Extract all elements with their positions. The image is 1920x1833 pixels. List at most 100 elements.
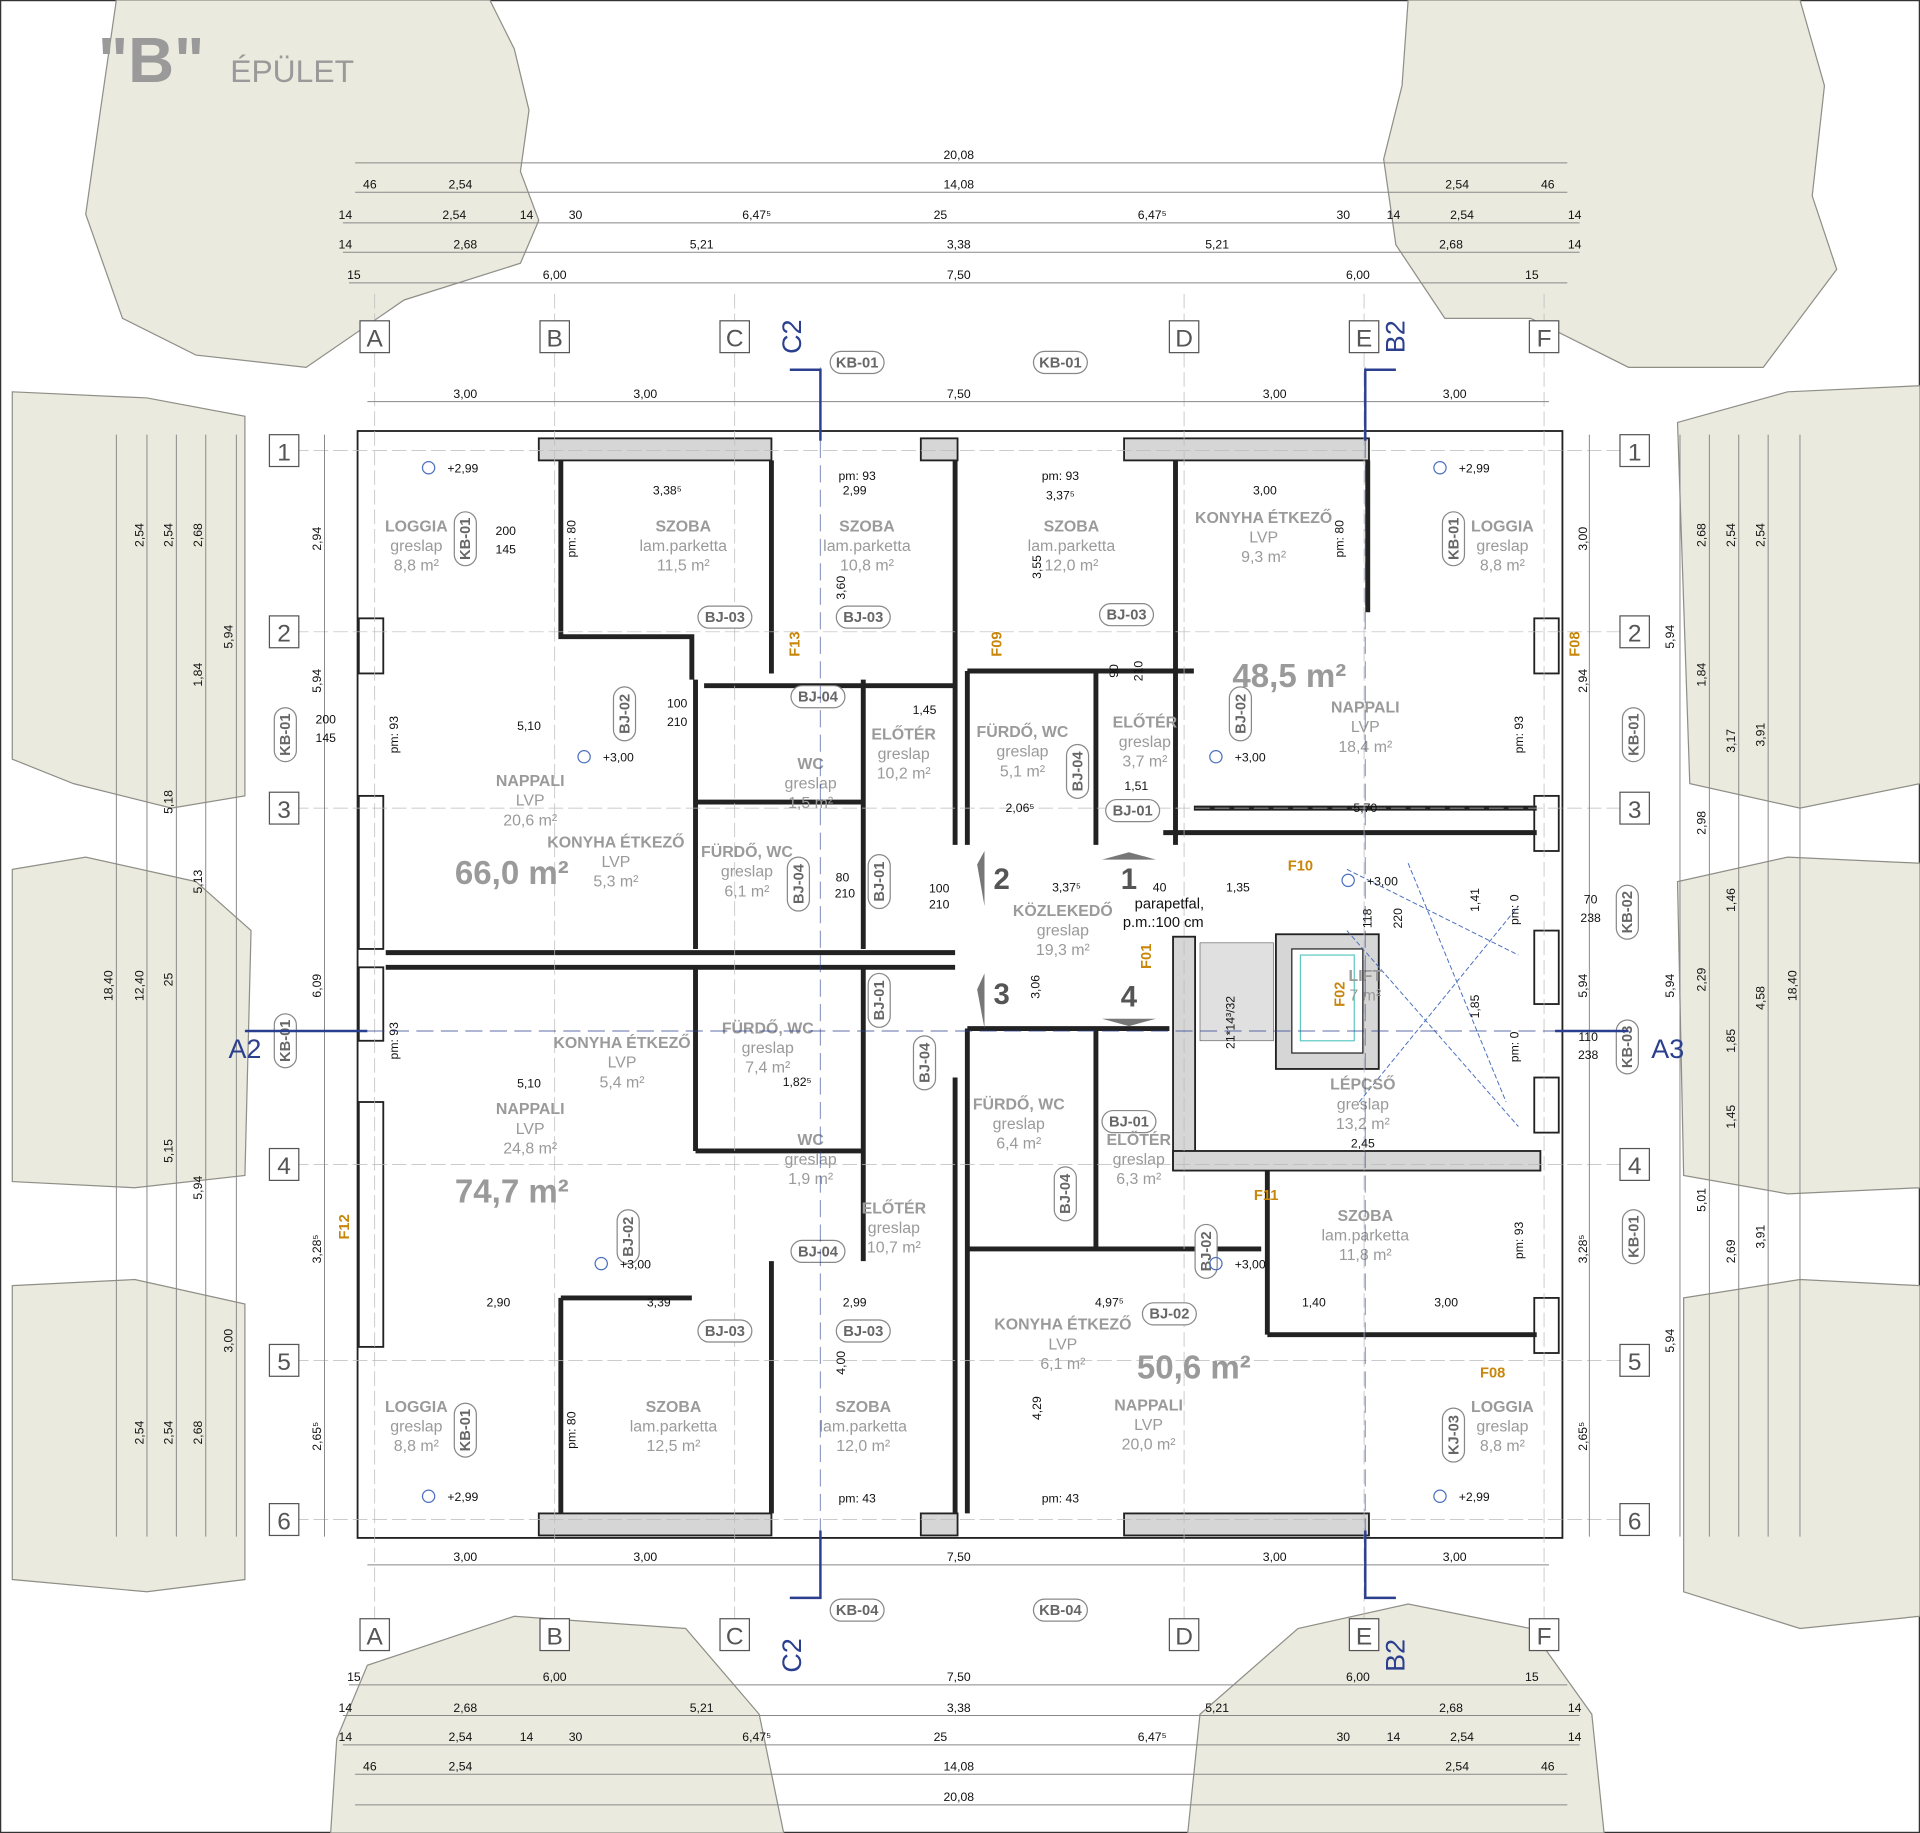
room-name: ELŐTÉR xyxy=(871,725,936,744)
dimension-label: 46 xyxy=(363,1760,377,1774)
tag-outline xyxy=(1065,743,1090,799)
tag-outline xyxy=(790,685,846,709)
room-floor: LVP xyxy=(601,854,630,871)
dimension-label: 3,00 xyxy=(453,1550,477,1564)
tag: KB-01 xyxy=(1621,707,1646,763)
dimension-label: 3,28⁵ xyxy=(310,1234,324,1263)
room-floor: LVP xyxy=(1134,1417,1163,1434)
dimension-label: 200 xyxy=(316,713,337,727)
room-area: 12,5 m² xyxy=(647,1438,701,1455)
room-area: 20,0 m² xyxy=(1122,1437,1176,1454)
axis-label-box xyxy=(1168,1618,1200,1652)
level-marker-icon xyxy=(594,1256,608,1271)
axis-label-F: F xyxy=(1537,326,1552,353)
axis-label-4: 4 xyxy=(277,1153,291,1180)
parapet-note-1: parapetfal, xyxy=(1135,897,1204,913)
dimension-label: 3,00 xyxy=(453,387,477,401)
arrow-left-icon xyxy=(977,973,985,1029)
room-floor: greslap xyxy=(993,1116,1045,1133)
tree-left-1 xyxy=(11,391,246,809)
dimension-label: 2,29 xyxy=(1695,967,1709,991)
dimension-label: 2,54 xyxy=(162,1421,176,1445)
level-label: +2,99 xyxy=(1459,462,1490,476)
dimension-label: 30 xyxy=(1336,208,1350,222)
dimension-label: 220 xyxy=(1391,908,1405,929)
dimension-label: 1,40 xyxy=(1302,1295,1326,1309)
dimension-label: 2,68 xyxy=(453,1701,477,1715)
stair-marker: 3 xyxy=(993,978,1009,1011)
tag: KB-01 xyxy=(829,350,885,375)
tag-outline xyxy=(1053,1166,1077,1222)
axis-label-box xyxy=(268,434,300,468)
room-name: SZOBA xyxy=(646,1399,702,1416)
dimension-label: 30 xyxy=(1336,1730,1350,1744)
axis-label-D: D xyxy=(1175,326,1193,353)
dimension-label: 3,38 xyxy=(947,1701,971,1715)
tag: BJ-03 xyxy=(697,605,753,629)
room-floor: LVP xyxy=(608,1055,637,1072)
room-name: ELŐTÉR xyxy=(1113,712,1178,731)
facade-tag: F12 xyxy=(337,1214,353,1239)
tag: BJ-01 xyxy=(1105,798,1161,823)
axis-label-A: A xyxy=(367,1623,384,1650)
building-word: ÉPÜLET xyxy=(230,53,354,89)
dimension-label: 25 xyxy=(934,1730,948,1744)
arrow-up-icon xyxy=(1102,852,1156,860)
tag-label: KB-01 xyxy=(458,518,474,560)
tag: BJ-03 xyxy=(835,1319,891,1343)
room-name: SZOBA xyxy=(835,1399,891,1416)
axis-label-box xyxy=(1619,1147,1650,1181)
tag-label: BJ-04 xyxy=(1058,1173,1074,1214)
axis-label-1: 1 xyxy=(277,439,291,466)
tag-label: KB-01 xyxy=(278,713,294,755)
tree-bottom-right xyxy=(1187,1603,1605,1833)
room-name: LOGGIA xyxy=(1471,1399,1534,1416)
tree-top-right xyxy=(1383,0,1838,368)
tag: BJ-04 xyxy=(1065,743,1090,799)
dimension-label: 210 xyxy=(835,887,856,901)
dimension-label: 14 xyxy=(1568,1730,1582,1744)
dimension-label: 5,94 xyxy=(1576,974,1590,998)
axis-label-2: 2 xyxy=(277,621,291,648)
axis-label-A: A xyxy=(367,326,384,353)
room-floor: lam.parketta xyxy=(823,538,911,555)
room-area: 6,1 m² xyxy=(1040,1356,1085,1373)
dimension-label: 7,50 xyxy=(947,1670,971,1684)
axis-label-B: B xyxy=(547,1623,563,1650)
dimension-label: 2,68 xyxy=(1439,238,1463,252)
tag-outline xyxy=(1228,686,1253,742)
walls xyxy=(356,430,1564,1539)
tag-outline xyxy=(273,707,297,763)
facade-tag: F10 xyxy=(1288,859,1313,875)
dimension-label: 2,54 xyxy=(1450,208,1474,222)
axis-label-C: C xyxy=(726,326,744,353)
dimension-label: 5,94 xyxy=(191,1176,205,1200)
tag: BJ-04 xyxy=(786,856,811,912)
tag-label: BJ-04 xyxy=(917,1042,933,1083)
room-name: NAPPALI xyxy=(496,773,565,790)
tag-label: BJ-02 xyxy=(1233,694,1249,734)
dimension-label: 5,94 xyxy=(1663,1329,1677,1353)
tag-outline xyxy=(912,1035,937,1091)
axis-label-3: 3 xyxy=(277,797,291,824)
tag-outline xyxy=(453,1402,477,1458)
room-area: 6,1 m² xyxy=(724,883,769,900)
tag: KB-01 xyxy=(1032,350,1088,375)
dimension-label: 3,39 xyxy=(647,1295,671,1309)
dimension-label: 2,65⁵ xyxy=(310,1422,324,1451)
room-name: LIFT xyxy=(1349,968,1383,985)
axis-label-1: 1 xyxy=(1628,439,1642,466)
tag: BJ-03 xyxy=(697,1319,753,1343)
tag-label: KJ-03 xyxy=(1446,1415,1462,1455)
dimension-label: 2,94 xyxy=(310,527,324,551)
tag-label: BJ-01 xyxy=(1113,803,1153,819)
